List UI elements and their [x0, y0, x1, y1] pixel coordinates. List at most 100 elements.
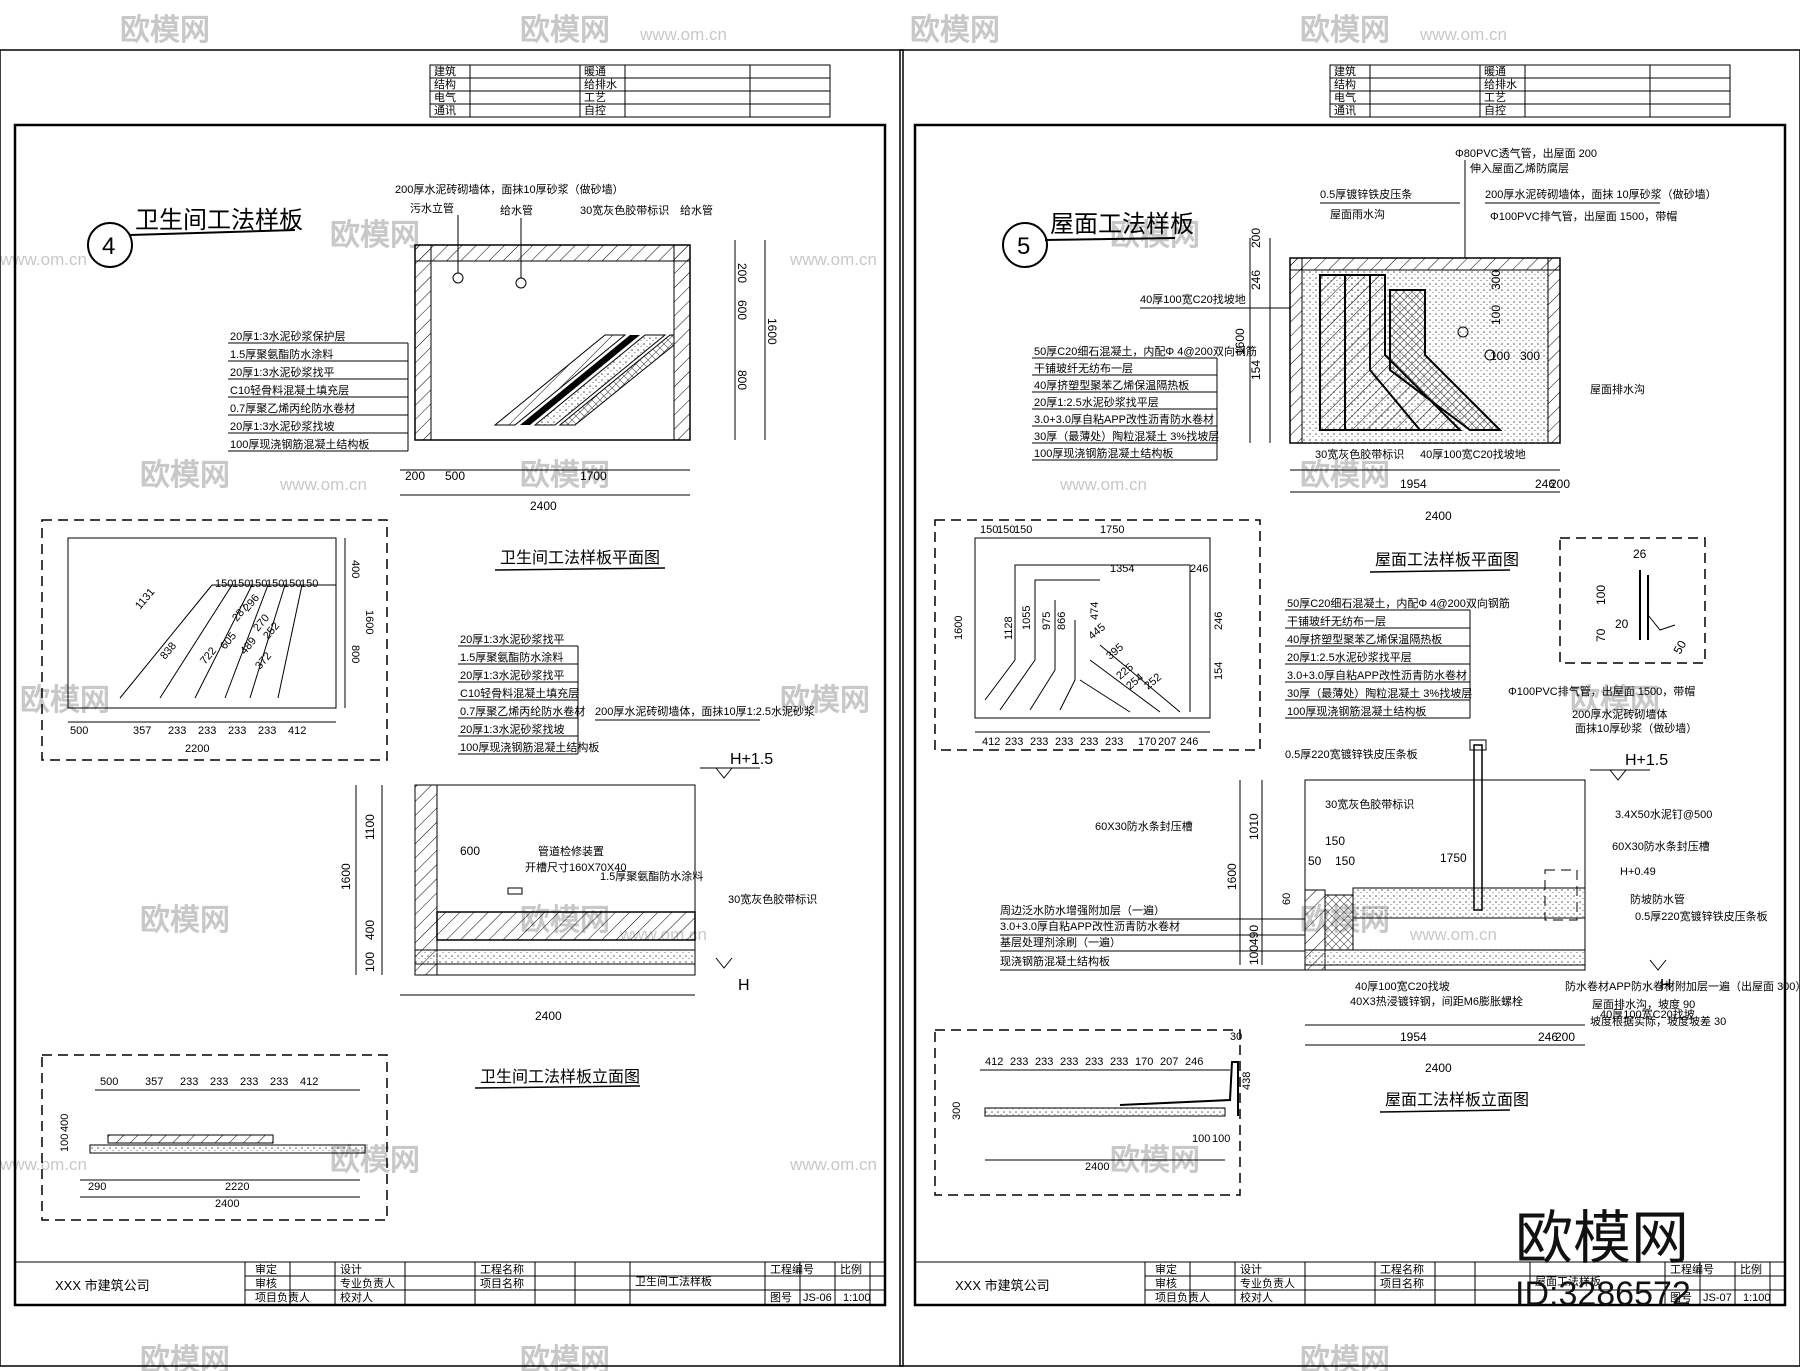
watermark-url: www.om.cn — [789, 1155, 877, 1174]
dim-label: 100 — [1212, 1133, 1230, 1145]
dim-label: 233 — [240, 1076, 258, 1088]
elev-dims: 1100 400 100 1600 2400 — [339, 785, 695, 1023]
layer-label: 20厚1:3水泥砂浆找平 — [460, 632, 565, 646]
roof-dims: 200 246 154 1600 300 100 100 300 1954 24… — [1233, 228, 1570, 523]
note: 面抹10厚砂浆（做砂墙） — [1575, 721, 1697, 735]
title-block: XXX 市建筑公司审定审核项目负责人设计专业负责人校对人工程名称项目名称卫生间工… — [14, 1261, 886, 1306]
dim-label: 170 — [1138, 736, 1156, 748]
elevation-layer-list: 50厚C20细石混凝土，内配Φ 4@200双向钢筋干铺玻纤无纺布一层40厚挤塑型… — [1285, 596, 1510, 719]
svg-text:300: 300 — [1489, 270, 1503, 290]
mini-slab — [984, 1107, 1226, 1117]
dim-label: 150 — [1014, 524, 1032, 536]
layer-label: 30厚（最薄处）陶粒混凝土 3%找坡层 — [1287, 686, 1472, 700]
header-cell-text: 电气 — [434, 90, 456, 104]
roof-top-notes: Φ80PVC透气管，出屋面 200伸入屋面乙烯防腐层0.5厚镀锌铁皮压条屋面雨水… — [1140, 146, 1717, 461]
svg-text:400: 400 — [363, 920, 377, 940]
layer-label: 20厚1:3水泥砂浆找坡 — [460, 722, 565, 736]
dim-label: 1010 — [1247, 813, 1261, 840]
note: 0.5厚220宽镀锌铁皮压条板 — [1635, 909, 1768, 923]
dim-label: 60 — [1281, 893, 1293, 905]
mini-upturn — [1119, 1061, 1239, 1116]
plan-caption: 卫生间工法样板平面图 — [500, 549, 660, 567]
watermark-text: 欧模网 — [140, 1344, 230, 1371]
dim-label: 233 — [180, 1076, 198, 1088]
layer-label: 50厚C20细石混凝土，内配Φ 4@200双向钢筋 — [1034, 344, 1257, 358]
wall-hatch-right — [673, 244, 691, 441]
dim-label: 252 — [1142, 671, 1164, 692]
plan-diagonals — [984, 564, 1191, 713]
dim-label: 445 — [1086, 621, 1108, 642]
layer-band-1 — [493, 334, 627, 426]
watermark-url: www.om.cn — [279, 475, 367, 494]
svg-text:1600: 1600 — [765, 318, 779, 345]
header-cell — [469, 64, 581, 79]
title-field: 专业负责人 — [340, 1276, 395, 1290]
layer-band-4 — [558, 334, 675, 426]
watermark-text: 欧模网 — [1300, 14, 1390, 47]
watermark-text: 欧模网 — [520, 459, 610, 492]
dim-label: 233 — [1030, 736, 1048, 748]
note: 40X3热浸镀锌钢，间距M6膨胀螺栓 — [1350, 994, 1523, 1008]
layer-label: 0.7厚聚乙烯丙纶防水卷材 — [230, 401, 355, 415]
note: 屋面雨水沟 — [1330, 208, 1385, 221]
header-cell — [624, 90, 751, 105]
layer-label: 1.5厚聚氨酯防水涂料 — [230, 347, 333, 361]
title-field: 比例 — [840, 1262, 862, 1276]
dim-label: 170 — [1135, 1056, 1153, 1068]
header-cell-text: 结构 — [434, 77, 456, 91]
title-field: 工程名称 — [480, 1262, 524, 1276]
vent-pipe-icon — [1457, 326, 1469, 338]
drawing-name: 卫生间工法样板 — [635, 1274, 712, 1288]
header-cell — [749, 77, 831, 92]
header-cell — [1524, 103, 1651, 118]
title-field: 校对人 — [340, 1290, 373, 1304]
label-wall: 200厚水泥砖砌墙体，面抹10厚砂浆（做砂墙） — [395, 182, 624, 196]
note: 防坡防水管 — [1630, 892, 1685, 906]
title-field: 工程编号 — [1670, 1262, 1714, 1276]
dim-label: 838 — [158, 640, 179, 662]
drain-pipe-icon — [1484, 349, 1496, 361]
dim-label: 30 — [1230, 1031, 1242, 1043]
dim-label: 1131 — [133, 586, 157, 612]
dim-label: 246 — [1538, 1030, 1558, 1044]
header-cell — [749, 103, 831, 118]
layer-band-2 — [520, 335, 640, 425]
dim-label: 2400 — [1085, 1161, 1109, 1173]
title-field: 项目名称 — [1380, 1276, 1424, 1290]
svg-text:300: 300 — [1520, 349, 1540, 363]
dim-label: 233 — [270, 1076, 288, 1088]
elev-slab — [414, 949, 696, 965]
dim-label: 412 — [982, 736, 1000, 748]
note: 40厚100宽C20找坡 — [1600, 1007, 1695, 1021]
layer-label: 50厚C20细石混凝土，内配Φ 4@200双向钢筋 — [1287, 596, 1510, 610]
header-cell — [624, 64, 751, 79]
elevation-layer-list: 20厚1:3水泥砂浆找平1.5厚聚氨酯防水涂料20厚1:3水泥砂浆找平C10轻骨… — [458, 632, 599, 755]
dim-label: 722 — [198, 645, 219, 667]
layer-label: 30厚（最薄处）陶粒混凝土 3%找坡层 — [1034, 429, 1219, 443]
header-cell — [749, 64, 831, 79]
roof-elev-pipecap — [1469, 739, 1487, 751]
header-cell — [469, 77, 581, 92]
label-drain: 污水立管 — [410, 201, 454, 215]
svg-text:154: 154 — [1249, 360, 1263, 380]
header-cell — [469, 90, 581, 105]
dim-label: 233 — [1005, 736, 1023, 748]
elev-caption: 卫生间工法样板立面图 — [480, 1068, 640, 1086]
svg-text:2400: 2400 — [1425, 509, 1452, 523]
elevation-notes: Φ100PVC排气管，出屋面 1500，带帽200厚水泥砖砌墙体面抹10厚砂浆（… — [1000, 684, 1800, 1028]
layer-callout-list: 20厚1:3水泥砂浆保护层1.5厚聚氨酯防水涂料20厚1:3水泥砂浆找平C10轻… — [228, 329, 409, 452]
roof-elev-box — [1304, 779, 1586, 971]
dim-label: 233 — [210, 1076, 228, 1088]
drain-pipe-icon — [452, 272, 464, 284]
roof-hatch-left — [1289, 257, 1303, 444]
title-field: JS-07 — [1703, 1292, 1732, 1304]
watermark-text: 欧模网 — [780, 684, 870, 717]
title-field: 项目负责人 — [1155, 1290, 1210, 1304]
svg-text:20: 20 — [1615, 617, 1629, 631]
header-cell — [1369, 103, 1481, 118]
header-cell — [1649, 77, 1731, 92]
header-cell-text: 给排水 — [1484, 77, 1517, 91]
note: 0.5厚220宽镀锌铁皮压条板 — [1285, 747, 1418, 761]
right-dimensions: 200 600 800 1600 — [734, 240, 779, 440]
